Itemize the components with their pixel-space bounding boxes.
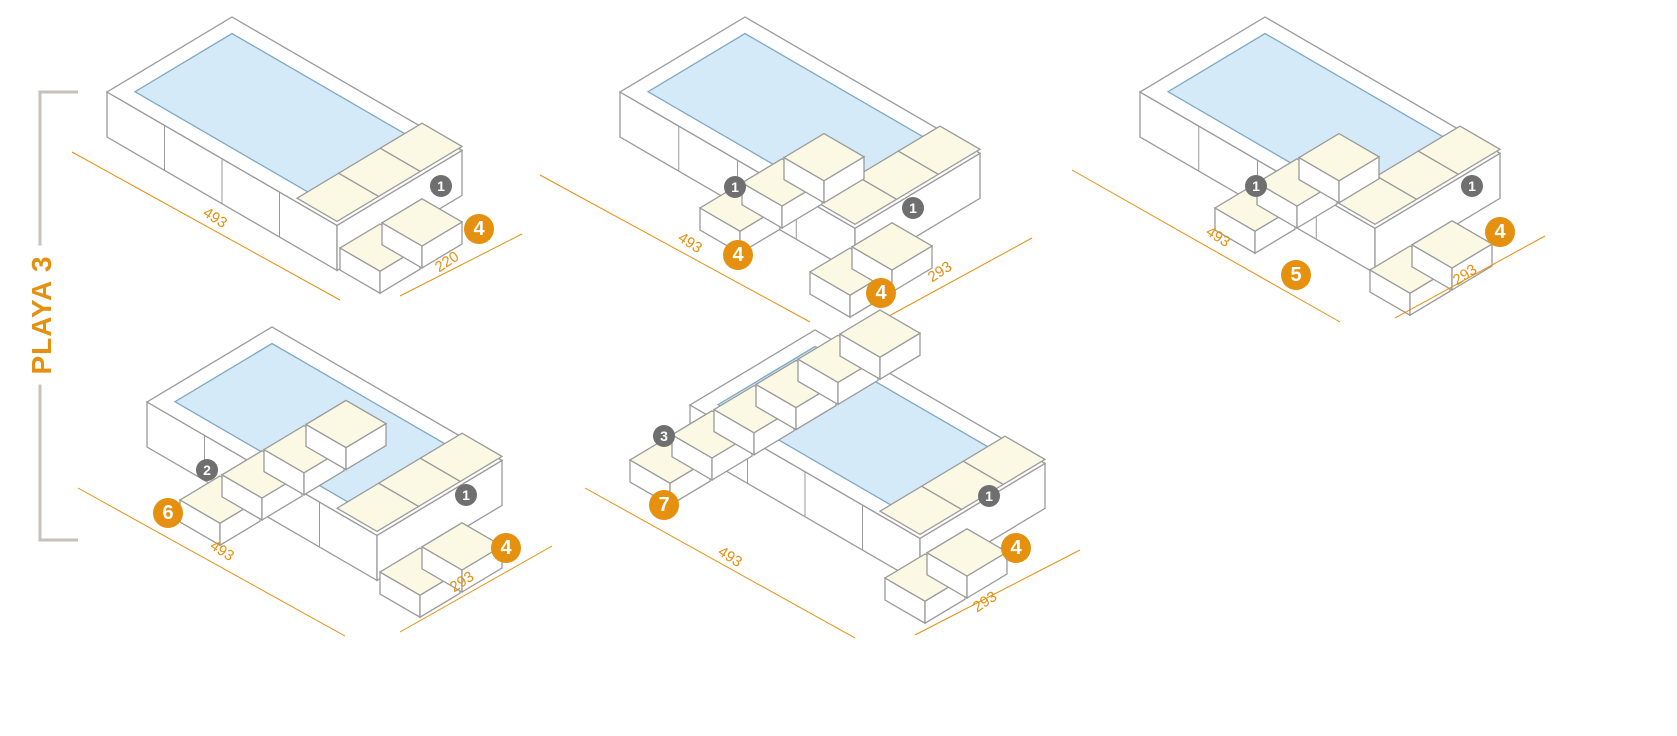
length-dimension-line [1071, 169, 1341, 323]
quantity-badge: 4 [1485, 217, 1515, 247]
quantity-badge: 7 [649, 490, 679, 520]
length-dimension-line [539, 174, 811, 323]
lounger-type-badge: 1 [430, 175, 452, 197]
quantity-badge: 4 [866, 278, 896, 308]
quantity-badge: 4 [464, 214, 494, 244]
length-dimension-line [77, 487, 346, 637]
lounger-top [850, 222, 934, 271]
seat-cushion [379, 122, 464, 173]
width-dimension-line [877, 237, 1033, 323]
width-dimension-line [399, 545, 553, 633]
lounger-type-badge: 1 [902, 197, 924, 219]
seat-cushion [419, 432, 504, 483]
quantity-badge: 4 [491, 533, 521, 563]
lounger-type-badge: 1 [978, 485, 1000, 507]
quantity-badge: 4 [1001, 533, 1031, 563]
lounger-top [304, 399, 388, 449]
length-dimension-line [71, 151, 341, 301]
width-dimension-line [399, 233, 523, 297]
seat-cushion [897, 125, 982, 176]
lounger-type-badge: 1 [455, 484, 477, 506]
section-title: PLAYA 3 [26, 245, 58, 385]
length-dimension-line [584, 487, 856, 639]
lounger-top [782, 132, 866, 182]
lounger-top [838, 309, 922, 358]
lounger-top [380, 198, 464, 247]
seat-cushion [962, 435, 1047, 486]
seat-cushion [1417, 125, 1502, 176]
lounger-top [1297, 132, 1381, 182]
lounger-type-badge: 1 [724, 176, 746, 198]
quantity-badge: 6 [153, 498, 183, 528]
lounger-type-badge: 3 [653, 425, 675, 447]
width-dimension-line [914, 549, 1081, 636]
quantity-badge: 5 [1281, 260, 1311, 290]
quantity-badge: 4 [723, 240, 753, 270]
lounger-type-badge: 1 [1245, 175, 1267, 197]
width-dimension-line [1394, 235, 1546, 319]
lounger-type-badge: 2 [196, 459, 218, 481]
lounger-type-badge: 1 [1461, 175, 1483, 197]
